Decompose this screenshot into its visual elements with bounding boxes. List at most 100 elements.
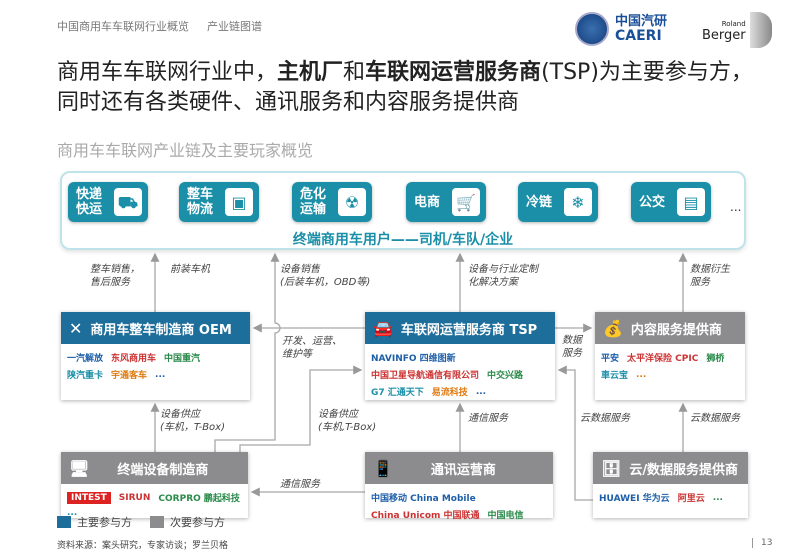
company-logo: ...	[155, 369, 166, 380]
flow-label: 数据衍生 服务	[690, 264, 730, 288]
caeri-en: CAERI	[615, 28, 662, 44]
company-logo: ...	[475, 386, 487, 397]
company-logo: 中国卫星导航通信有限公司	[371, 371, 480, 381]
tile-label: 快递 快运	[76, 187, 103, 217]
truck-front-icon: ▣	[225, 188, 253, 216]
terminal-to-tsp-arrow	[239, 365, 363, 452]
company-logo: 易流科技	[431, 388, 468, 398]
connected-car-icon: 🚘	[373, 318, 393, 338]
end-users-caption: 终端商用车用户——司机/车队/企业	[292, 232, 514, 248]
flow-label: 设备供应 (车机,T-Box)	[318, 409, 377, 433]
rb-small: Roland	[721, 20, 746, 28]
company-logo: 阿里云	[677, 494, 705, 504]
flow-label: 前装车机	[170, 264, 210, 275]
terminal-to-users-arrow	[214, 252, 281, 452]
more-indicator: ...	[730, 200, 742, 214]
diagram-subtitle: 商用车车联网产业链及主要玩家概览	[57, 141, 314, 160]
company-logo: 中国移动 China Mobile	[371, 494, 476, 504]
tools-icon: ✕	[69, 318, 83, 338]
company-logo: ...	[67, 508, 78, 518]
company-logo: G7 汇通天下	[371, 388, 424, 398]
legend-swatch-primary	[57, 516, 71, 528]
box-title: 内容服务提供商	[630, 322, 722, 338]
devices-icon: 🖥	[69, 458, 90, 478]
tile-label: 危化 运输	[300, 187, 327, 217]
company-logo: China Unicom 中国联通	[371, 511, 480, 521]
company-logo: 中交兴路	[487, 371, 524, 381]
flow-label: 设备销售 (后装车机，OBD等)	[280, 264, 371, 288]
tsp-box: 🚘 车联网运营服务商 TSP NAVINFO 四维图新中国卫星导航通信有限公司中交…	[365, 312, 555, 400]
breadcrumb-item: 中国商用车车联网行业概览	[57, 20, 189, 33]
box-title: 终端设备制造商	[117, 462, 209, 478]
phone-cloud-icon: 📱	[373, 458, 393, 478]
company-logo: 狮桥	[706, 354, 725, 364]
user-segment-tile: 整车 物流 ▣	[179, 182, 259, 222]
legend-swatch-secondary	[150, 516, 164, 528]
terminal-maker-box: 🖥 终端设备制造商 INTEST SIRUN CORPRO 鹏起科技...	[61, 452, 248, 518]
company-logo: 太平洋保险 CPIC	[627, 354, 699, 364]
oem-box: ✕ 商用车整车制造商 OEM 一汽解放东风商用车中国重汽陕汽重卡宇通客车...	[61, 312, 250, 400]
company-logo: 車云宝	[601, 371, 629, 381]
company-logo: ...	[636, 369, 647, 380]
flow-label: 设备供应 (车机，T-Box)	[160, 409, 225, 433]
box-title: 通讯运营商	[430, 462, 496, 478]
hazard-icon: ☢	[338, 188, 366, 216]
tile-label: 公交	[639, 194, 666, 210]
tile-label: 整车 物流	[187, 187, 214, 217]
cloud-provider-box: 🗄 云/数据服务提供商 HUAWEI 华为云阿里云...	[593, 452, 748, 518]
company-logo: SIRUN	[118, 492, 151, 503]
end-users-panel: 快递 快运 ⛟ 整车 物流 ▣ 危化 运输 ☢ 电商 🛒 冷链 ❄ 公交 ▤ ... 终端商用车用户—…	[60, 171, 746, 250]
user-segment-tile: 危化 运输 ☢	[292, 182, 372, 222]
company-logo: ...	[712, 492, 723, 503]
flow-label: 数据 服务	[562, 335, 582, 359]
company-logo: 中国电信	[487, 511, 524, 521]
legend: 主要参与方 次要参与方	[57, 514, 225, 530]
caeri-emblem-icon	[575, 12, 609, 46]
flow-label: 开发、运营、 维护等	[282, 336, 342, 360]
breadcrumb: 中国商用车车联网行业概览 产业链图谱	[57, 18, 280, 34]
cloud-to-tsp-arrow	[557, 365, 593, 501]
snowflake-icon: ❄	[564, 188, 592, 216]
legend-primary: 主要参与方	[77, 516, 132, 529]
company-logo: 宇通客车	[111, 371, 148, 381]
company-logo: CORPRO 鹏起科技	[158, 494, 240, 504]
company-logo: 一汽解放	[67, 354, 104, 364]
page-number: 13	[752, 538, 772, 548]
box-title: 云/数据服务提供商	[629, 462, 739, 478]
laptop-cart-icon: 🛒	[452, 188, 480, 216]
company-logo: 东风商用车	[111, 354, 157, 364]
page-title: 商用车车联网行业中，主机厂和车联网运营服务商(TSP)为主要参与方，同时还有各类…	[57, 60, 753, 115]
b-mark-icon	[749, 12, 772, 48]
company-logo: HUAWEI 华为云	[599, 494, 670, 504]
breadcrumb-item: 产业链图谱	[207, 20, 262, 33]
box-title: 商用车整车制造商 OEM	[90, 322, 232, 338]
user-segment-tile: 冷链 ❄	[518, 182, 598, 222]
flow-label: 设备与行业定制 化解决方案	[468, 264, 538, 288]
bus-icon: ▤	[677, 188, 705, 216]
company-logo: NAVINFO 四维图新	[371, 354, 456, 364]
rb-big: Berger	[702, 28, 746, 43]
user-segment-tile: 公交 ▤	[631, 182, 711, 222]
tile-label: 冷链	[526, 194, 553, 210]
flow-label: 通信服务	[468, 413, 508, 424]
flow-label: 整车销售， 售后服务	[90, 264, 140, 288]
box-title: 车联网运营服务商 TSP	[400, 322, 538, 338]
flow-label: 云数据服务	[690, 413, 740, 424]
source-note: 资料来源：案头研究，专家访谈；罗兰贝格	[57, 541, 229, 551]
company-logo: 陕汽重卡	[67, 371, 104, 381]
company-logo: INTEST	[67, 491, 111, 504]
company-logo: 平安	[601, 354, 620, 364]
caeri-cn: 中国汽研	[615, 14, 668, 29]
server-cloud-icon: 🗄	[601, 458, 622, 478]
legend-secondary: 次要参与方	[170, 516, 225, 529]
company-logo: 中国重汽	[164, 354, 201, 364]
tile-label: 电商	[414, 194, 441, 210]
user-segment-tile: 电商 🛒	[406, 182, 486, 222]
hand-truck-icon: ⛟	[114, 188, 142, 216]
flow-label: 通信服务	[280, 479, 320, 490]
